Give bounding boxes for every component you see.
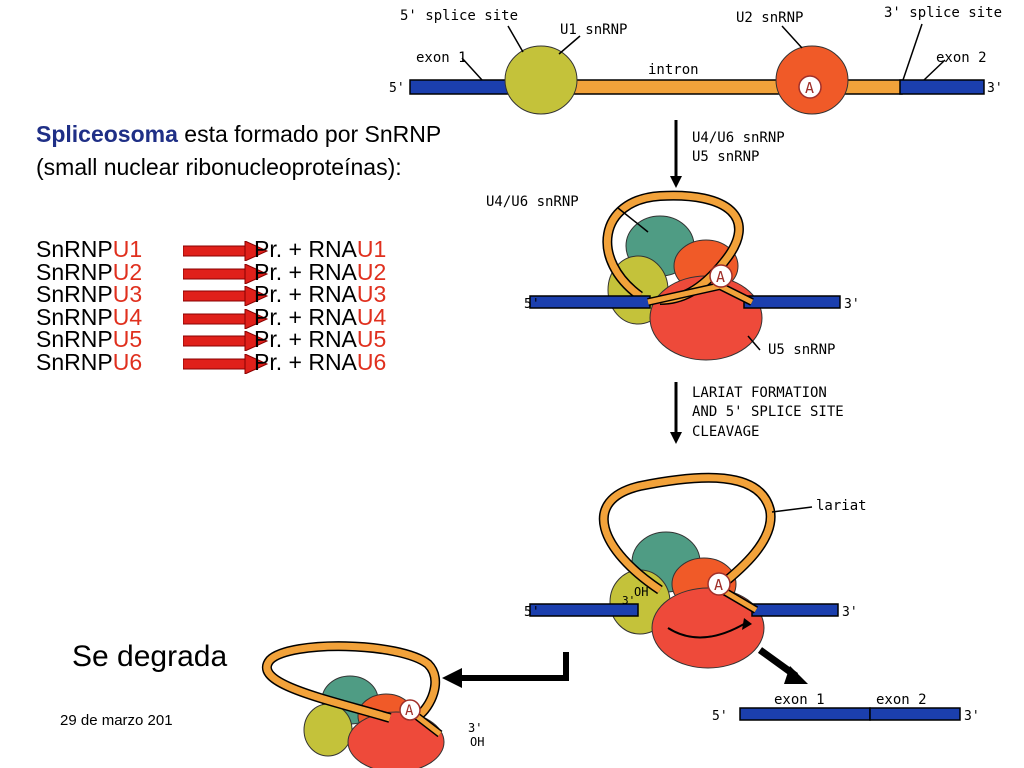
branch-point-icon	[707, 572, 731, 596]
step-arrow-2: LARIAT FORMATION AND 5' SPLICE SITE CLEA…	[670, 382, 844, 444]
three-prime-label: 3'	[842, 605, 858, 620]
snrnp-list: SnRNPU1 Pr. + RNAU1 SnRNPU2 Pr. + RNAU2 …	[36, 238, 456, 375]
stage-lariat: A 3' OH lariat 5' 3'	[524, 472, 867, 669]
branch-point-icon	[709, 264, 733, 288]
five-splice-site-label: 5' splice site	[400, 8, 518, 24]
red-arrow-icon	[183, 286, 269, 306]
snrnp-code: U6	[112, 348, 143, 375]
footer-date: 29 de marzo 201	[60, 712, 173, 729]
oh-label: OH	[470, 735, 484, 749]
red-arrow-icon	[183, 353, 269, 374]
snrnp-row: SnRNPU6 Pr. + RNAU6	[36, 348, 456, 375]
snrnp-name: SnRNP	[36, 348, 113, 375]
three-splice-site-label: 3' splice site	[884, 5, 1002, 21]
step-arrow-1: U4/U6 snRNP U5 snRNP	[670, 120, 785, 188]
lariat-label: lariat	[816, 498, 867, 514]
snrnp-code: U2	[112, 258, 143, 285]
red-arrow-icon	[183, 308, 269, 329]
oh-label: OH	[634, 585, 648, 599]
branch-point-label: A	[716, 268, 725, 286]
snrnp-row: SnRNPU5 Pr. + RNAU5	[36, 328, 456, 351]
red-arrow-icon	[183, 241, 269, 261]
branch-point-label: A	[405, 703, 414, 719]
snrnp-name: SnRNP	[36, 326, 113, 352]
final-exon1-bar	[739, 707, 871, 721]
u1-snrnp-blob	[504, 45, 578, 115]
intro-rest: esta formado por SnRNP (small nuclear ri…	[36, 121, 441, 180]
five-prime-label: 5'	[524, 297, 540, 312]
intro-text: Spliceosoma esta formado por SnRNP (smal…	[36, 118, 456, 184]
snrnp-name: SnRNP	[36, 281, 113, 307]
degrada-label: Se degrada	[72, 640, 228, 673]
five-prime-label: 5'	[524, 605, 540, 620]
step1-line1: U4/U6 snRNP	[692, 130, 785, 146]
rna-code: U1	[356, 236, 387, 262]
step1-line2: U5 snRNP	[692, 149, 759, 165]
branch-point-label: A	[714, 576, 723, 594]
snrnp-name: SnRNP	[36, 303, 113, 330]
three-prime-label: 3'	[964, 709, 980, 724]
exon2-bar	[899, 79, 985, 95]
snrnp-name: SnRNP	[36, 258, 113, 285]
rna-code: U4	[356, 303, 387, 330]
stage-premrna: A 5' splice site U1 snRNP U2 snRNP 3' sp…	[389, 5, 1003, 115]
intro-keyword: Spliceosoma	[36, 121, 178, 147]
stage-spliced-mrna: exon 1 exon 2 5' 3'	[712, 692, 980, 724]
exon2-bar-2	[743, 295, 841, 309]
exon1-bar-3	[529, 603, 639, 617]
five-prime-label: 5'	[712, 709, 728, 724]
three-oh-label: 3'	[468, 721, 482, 735]
exon2-label: exon 2	[936, 50, 987, 66]
branch-point-icon	[399, 699, 421, 721]
stage-assembly: A U4/U6 snRNP U5 snRNP 5' 3'	[486, 190, 860, 361]
rna-code: U6	[356, 348, 387, 375]
red-arrow-icon	[183, 331, 269, 351]
snrnp-name: SnRNP	[36, 236, 113, 262]
step2-line3: CLEAVAGE	[692, 424, 759, 440]
u1-label: U1 snRNP	[560, 22, 627, 38]
u5-blob	[347, 711, 445, 768]
rna-name: Pr. + RNA	[254, 303, 357, 330]
rna-code: U3	[356, 281, 387, 307]
snrnp-code: U3	[112, 281, 143, 307]
degradation-arrow	[442, 652, 569, 688]
three-oh-label: 3'	[622, 594, 635, 607]
rna-code: U2	[356, 258, 387, 285]
u2-label: U2 snRNP	[736, 10, 803, 26]
rna-name: Pr. + RNA	[254, 326, 357, 352]
rna-name: Pr. + RNA	[254, 348, 357, 375]
snrnp-row: SnRNPU2 Pr. + RNAU2	[36, 258, 456, 285]
step2-line1: LARIAT FORMATION	[692, 385, 827, 401]
red-arrow-icon	[183, 263, 269, 284]
rna-name: Pr. + RNA	[254, 258, 357, 285]
rna-code: U5	[356, 326, 387, 352]
final-exon2-bar	[869, 707, 961, 721]
exon2-bar-3	[751, 603, 839, 617]
branch-point-icon	[798, 75, 822, 99]
u5-label: U5 snRNP	[768, 342, 835, 358]
rna-name: Pr. + RNA	[254, 236, 357, 262]
snrnp-code: U4	[112, 303, 143, 330]
product-arrow	[757, 647, 808, 684]
rna-name: Pr. + RNA	[254, 281, 357, 307]
three-prime-label: 3'	[844, 297, 860, 312]
u1-blob	[303, 703, 353, 757]
snrnp-row: SnRNPU3 Pr. + RNAU3	[36, 283, 456, 306]
snrnp-code: U5	[112, 326, 143, 352]
final-exon1-label: exon 1	[774, 692, 825, 708]
final-exon2-label: exon 2	[876, 692, 927, 708]
snrnp-code: U1	[112, 236, 143, 262]
exon1-label: exon 1	[416, 50, 467, 66]
u4u6-label: U4/U6 snRNP	[486, 194, 579, 210]
snrnp-row: SnRNPU4 Pr. + RNAU4	[36, 303, 456, 330]
three-prime-label: 3'	[987, 81, 1003, 96]
five-prime-label: 5'	[389, 81, 405, 96]
step2-line2: AND 5' SPLICE SITE	[692, 404, 844, 420]
intron-label: intron	[648, 62, 699, 78]
exon1-bar-2	[529, 295, 651, 309]
snrnp-row: SnRNPU1 Pr. + RNAU1	[36, 238, 456, 261]
stage-excised-lariat: A 3' OH	[262, 641, 484, 768]
branch-point-label: A	[805, 79, 814, 97]
